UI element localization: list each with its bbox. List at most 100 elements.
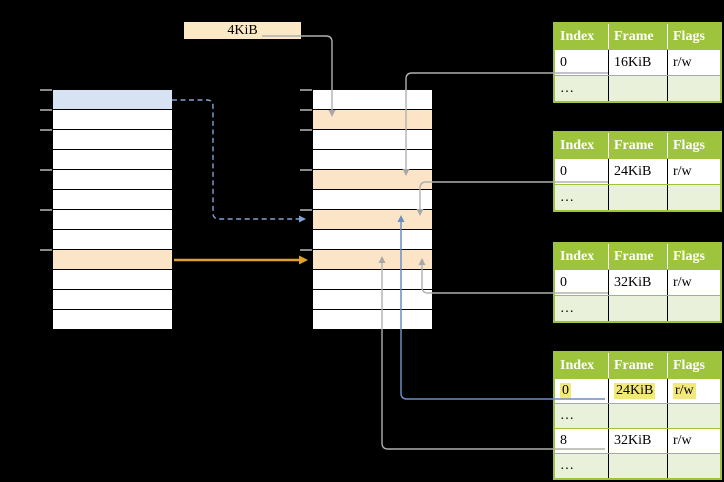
page-table-3-header-frame: Frame [608, 244, 667, 269]
physical-frame-row-7 [313, 230, 432, 250]
cell-text: … [560, 80, 574, 96]
virtual-page-row-11 [53, 310, 172, 329]
cell-text: r/w [673, 274, 692, 290]
physical-frame-row-1 [313, 110, 432, 130]
cell-text: r/w [673, 163, 692, 179]
cell-text: 24KiB [614, 383, 656, 399]
virtual-address-tick-4 [40, 209, 52, 211]
page-table-4-row-0: 0 24KiB r/w [555, 378, 720, 403]
page-table-4-row-2: 8 32KiB r/w [555, 428, 720, 453]
page-table-4-header-index: Index [560, 357, 595, 373]
page-table-3-row-1-cell-1 [608, 296, 667, 321]
page-table-4-row-0-cell-1: 24KiB [608, 379, 667, 403]
virtual-page-row-2 [53, 130, 172, 150]
page-table-4-row-1-cell-2 [667, 404, 720, 428]
physical-address-tick-4 [300, 209, 312, 211]
page-table-1-row-1-cell-2 [667, 76, 720, 101]
physical-address-tick-5 [300, 249, 312, 251]
physical-frame-row-11 [313, 310, 432, 329]
page-table-3-row-1: … [555, 295, 720, 321]
page-table-3-row-1-cell-2 [667, 296, 720, 321]
physical-memory-column [312, 89, 433, 330]
page-table-2-row-0: 0 24KiB r/w [555, 158, 720, 184]
page-table-2-row-0-cell-2: r/w [667, 159, 720, 184]
page-table-2-header-frame: Frame [608, 133, 667, 158]
physical-frame-row-8 [313, 250, 432, 270]
page-table-4-row-2-cell-0: 8 [555, 429, 608, 453]
cell-text: r/w [673, 433, 692, 448]
cell-text: 32KiB [614, 433, 652, 448]
page-table-4-row-1: … [555, 403, 720, 428]
virtual-address-tick-2 [40, 129, 52, 131]
page-table-2-header-index: Index [560, 137, 595, 153]
cell-text: … [560, 300, 574, 316]
virtual-page-row-5 [53, 190, 172, 210]
page-table-3-header-index: Index [560, 248, 595, 264]
virtual-page-row-4 [53, 170, 172, 190]
page-table-1-row-1-cell-0: … [555, 76, 608, 101]
cell-text: 24KiB [614, 163, 652, 179]
virtual-page-row-7 [53, 230, 172, 250]
page-table-4-row-1-cell-0: … [555, 404, 608, 428]
virtual-page-row-3 [53, 150, 172, 170]
page-table-2-row-0-cell-0: 0 [555, 159, 608, 184]
page-table-1-header-flags: Flags [667, 24, 720, 49]
page-table-4-row-0-cell-2: r/w [667, 379, 720, 403]
physical-address-tick-3 [300, 169, 312, 171]
physical-address-tick-2 [300, 129, 312, 131]
page-table-4-row-3: … [555, 453, 720, 478]
page-table-1-header-frame: Frame [608, 24, 667, 49]
cell-text: 16KiB [614, 54, 652, 70]
cell-text: 8 [560, 433, 567, 448]
virtual-page-row-10 [53, 290, 172, 310]
page-table-4-row-1-cell-1 [608, 404, 667, 428]
cell-text: 32KiB [614, 274, 652, 290]
virtual-memory-column [52, 89, 173, 330]
page-table-4-header-flags: Flags [667, 353, 720, 378]
page-table-1-row-0-cell-1: 16KiB [608, 50, 667, 75]
virtual-address-tick-0 [40, 89, 52, 91]
virtual-page-row-6 [53, 210, 172, 230]
page-table-2-row-1-cell-1 [608, 185, 667, 210]
page-table-4-row-2-cell-2: r/w [667, 429, 720, 453]
page-table-4-row-2-cell-1: 32KiB [608, 429, 667, 453]
size-label-text: 4KiB [227, 22, 258, 38]
physical-frame-row-9 [313, 270, 432, 290]
cell-text: … [560, 408, 574, 423]
virtual-address-tick-1 [40, 109, 52, 111]
cell-text: r/w [673, 383, 696, 399]
page-table-1-row-0-cell-0: 0 [555, 50, 608, 75]
page-table-3-header-flags: Flags [667, 244, 720, 269]
physical-frame-row-3 [313, 150, 432, 170]
physical-address-tick-1 [300, 109, 312, 111]
page-table-4-row-0-cell-0: 0 [555, 379, 608, 403]
page-table-1-row-0: 0 16KiB r/w [555, 49, 720, 75]
physical-frame-row-2 [313, 130, 432, 150]
page-table-3-row-0-cell-2: r/w [667, 270, 720, 295]
cell-text: 0 [560, 54, 567, 70]
virtual-page-to-frame-24kib-dashed-arrow [172, 99, 306, 223]
page-table-3-row-0-cell-0: 0 [555, 270, 608, 295]
page-table-3-row-0-cell-1: 32KiB [608, 270, 667, 295]
page-table-3-row-1-cell-0: … [555, 296, 608, 321]
page-table-2-row-1: … [555, 184, 720, 210]
page-table-1-header-index: Index [560, 28, 595, 44]
page-table-2-row-1-cell-0: … [555, 185, 608, 210]
virtual-address-tick-3 [40, 169, 52, 171]
page-table-1-row-0-cell-2: r/w [667, 50, 720, 75]
cell-text: … [560, 458, 574, 473]
virtual-page-row-8 [53, 250, 172, 270]
virtual-page-row-1 [53, 110, 172, 130]
physical-frame-row-10 [313, 290, 432, 310]
page-table-3-row-0: 0 32KiB r/w [555, 269, 720, 295]
physical-frame-row-4 [313, 170, 432, 190]
physical-frame-row-5 [313, 190, 432, 210]
cell-text: 0 [560, 274, 567, 290]
